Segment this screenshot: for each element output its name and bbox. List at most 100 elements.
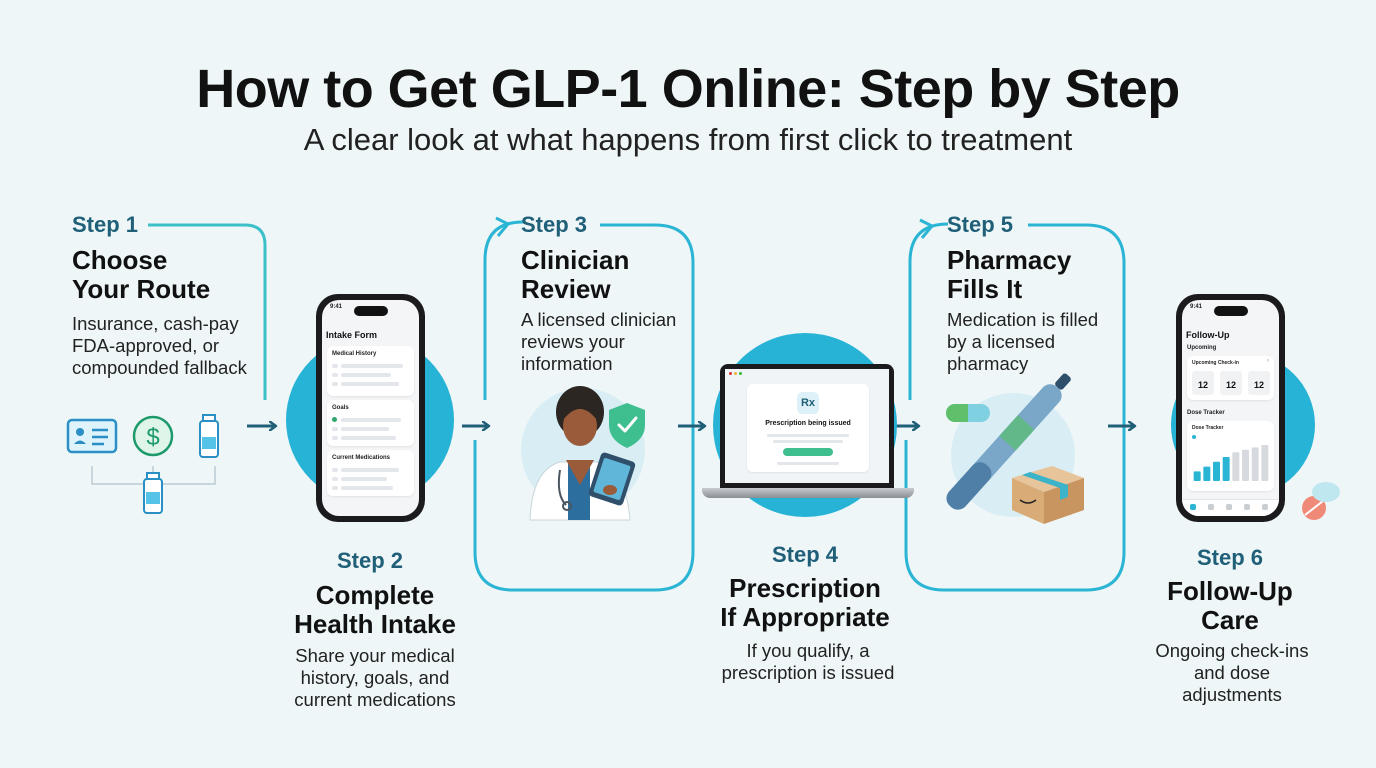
step4-title-line1: Prescription: [729, 573, 881, 603]
vial-icon: [143, 472, 163, 514]
followup-header: Follow-Up: [1186, 330, 1230, 340]
prescription-card: Rx Prescription being issued: [747, 384, 869, 472]
step2-title: Complete Health Intake: [270, 581, 480, 639]
dose-tracker-chart: [1193, 445, 1269, 481]
pill-icon: [1302, 482, 1340, 520]
shield-check-icon: [609, 403, 645, 448]
vial-icon: [199, 414, 219, 458]
pen-injector-icon: [946, 373, 1071, 510]
step1-label: Step 1: [72, 212, 139, 237]
step5-title: Pharmacy Fills It: [947, 246, 1071, 304]
step4-desc-line1: If you qualify, a: [746, 640, 870, 661]
step2-title-line2: Health Intake: [294, 609, 456, 639]
connector-loop-step3: [483, 220, 524, 400]
step2-title-line1: Complete: [315, 580, 435, 610]
step3-title-line1: Clinician: [521, 245, 630, 275]
tab-bar: [1182, 499, 1279, 516]
step4-title: Prescription If Appropriate: [690, 574, 920, 632]
step6-description: Ongoing check-ins and dose adjustments: [1130, 640, 1334, 706]
date-tile[interactable]: 12: [1220, 371, 1242, 395]
intake-phone: 9:41 Intake Form Medical History Goals C…: [316, 294, 425, 522]
chevron-right-icon: ›: [1267, 358, 1269, 364]
phone-time: 9:41: [330, 304, 343, 310]
tab-icon[interactable]: [1226, 504, 1232, 510]
dose-tracker-card[interactable]: Dose Tracker: [1187, 421, 1274, 491]
section-label: Current Medications: [332, 455, 391, 461]
step3-label: Step 3: [521, 212, 588, 237]
connector-step1: [148, 223, 267, 400]
followup-phone-screen: 9:41 Follow-Up Upcoming Upcoming Check-i…: [1182, 300, 1279, 516]
step6-desc-line2: and dose: [1193, 662, 1271, 683]
dose-bar: [1213, 461, 1220, 481]
step2-label: Step 2: [336, 548, 404, 573]
checkin-label: Upcoming Check-in: [1192, 360, 1239, 366]
laptop-base: [702, 488, 914, 498]
step5-title-line2: Fills It: [947, 274, 1023, 304]
step5-desc-line3: pharmacy: [947, 353, 1029, 374]
step5-desc-line1: Medication is filled: [947, 309, 1099, 330]
prescription-heading: Prescription being issued: [765, 420, 851, 427]
step1-desc-line3: compounded fallback: [72, 357, 247, 378]
connector-loop-step5: [908, 222, 949, 400]
intake-phone-screen: 9:41 Intake Form Medical History Goals C…: [322, 300, 419, 516]
step6-title: Follow-Up Care: [1130, 577, 1330, 635]
step3-description: A licensed clinician reviews your inform…: [521, 309, 676, 375]
step4-description: If you qualify, a prescription is issued: [690, 640, 926, 684]
step3-desc-line1: A licensed clinician: [521, 309, 677, 330]
clinician-icon: [529, 386, 636, 521]
svg-text:$: $: [146, 424, 159, 451]
dose-bar: [1222, 457, 1230, 481]
capsule-icon: [946, 404, 990, 422]
step5-description: Medication is filled by a licensed pharm…: [947, 309, 1098, 375]
tab-icon[interactable]: [1208, 504, 1214, 510]
step2-desc-line1: Share your medical: [295, 645, 455, 666]
dollar-coin-icon: $: [132, 415, 174, 457]
tab-icon[interactable]: [1244, 504, 1250, 510]
upcoming-label: Upcoming: [1187, 345, 1217, 351]
step1-title: Choose Your Route: [72, 246, 210, 304]
dose-tracker-label: Dose Tracker: [1187, 410, 1225, 416]
step1-description: Insurance, cash-pay FDA-approved, or com…: [72, 313, 247, 379]
step3-desc-line2: reviews your: [521, 331, 625, 352]
phone-time: 9:41: [1190, 304, 1203, 310]
step1-title-line1: Choose: [72, 245, 168, 275]
step3-title: Clinician Review: [521, 246, 629, 304]
tab-icon[interactable]: [1262, 504, 1268, 510]
step5-desc-line2: by a licensed: [947, 331, 1055, 352]
approve-pill[interactable]: [783, 448, 833, 456]
dose-bar: [1242, 449, 1249, 481]
step3-desc-line3: information: [521, 353, 613, 374]
home-tab-icon[interactable]: [1190, 504, 1196, 510]
section-label: Medical History: [332, 351, 377, 357]
package-icon: [1012, 466, 1084, 524]
followup-phone: 9:41 Follow-Up Upcoming Upcoming Check-i…: [1176, 294, 1285, 522]
step4-label: Step 4: [771, 542, 839, 567]
step1-desc-line2: FDA-approved, or: [72, 335, 220, 356]
date-tile[interactable]: 12: [1192, 371, 1214, 395]
step2-description: Share your medical history, goals, and c…: [270, 645, 480, 711]
insurance-card-icon: [66, 418, 118, 454]
date-tile[interactable]: 12: [1248, 371, 1270, 395]
step6-desc-line1: Ongoing check-ins: [1155, 640, 1309, 661]
step4-desc-line2: prescription is issued: [721, 662, 895, 683]
laptop: Rx Prescription being issued: [720, 364, 894, 488]
step1-desc-line1: Insurance, cash-pay: [72, 313, 239, 334]
step5-title-line1: Pharmacy: [947, 245, 1072, 275]
step2-desc-line3: current medications: [294, 689, 456, 710]
step3-title-line2: Review: [521, 274, 611, 304]
intake-section-current-medications[interactable]: Current Medications: [327, 450, 414, 496]
step6-title-line1: Follow-Up: [1167, 576, 1293, 606]
laptop-screen: Rx Prescription being issued: [725, 369, 889, 483]
step6-label: Step 6: [1196, 545, 1264, 570]
dose-bar: [1261, 445, 1269, 481]
intake-section-medical-history[interactable]: Medical History: [327, 346, 414, 396]
intake-section-goals[interactable]: Goals: [327, 400, 414, 446]
dose-bar: [1203, 466, 1211, 481]
dose-tracker-card-title: Dose Tracker: [1192, 425, 1224, 431]
upcoming-checkin-card[interactable]: Upcoming Check-in › 12 12 12: [1187, 356, 1274, 400]
connector-loop-step5-right: [904, 223, 1126, 592]
